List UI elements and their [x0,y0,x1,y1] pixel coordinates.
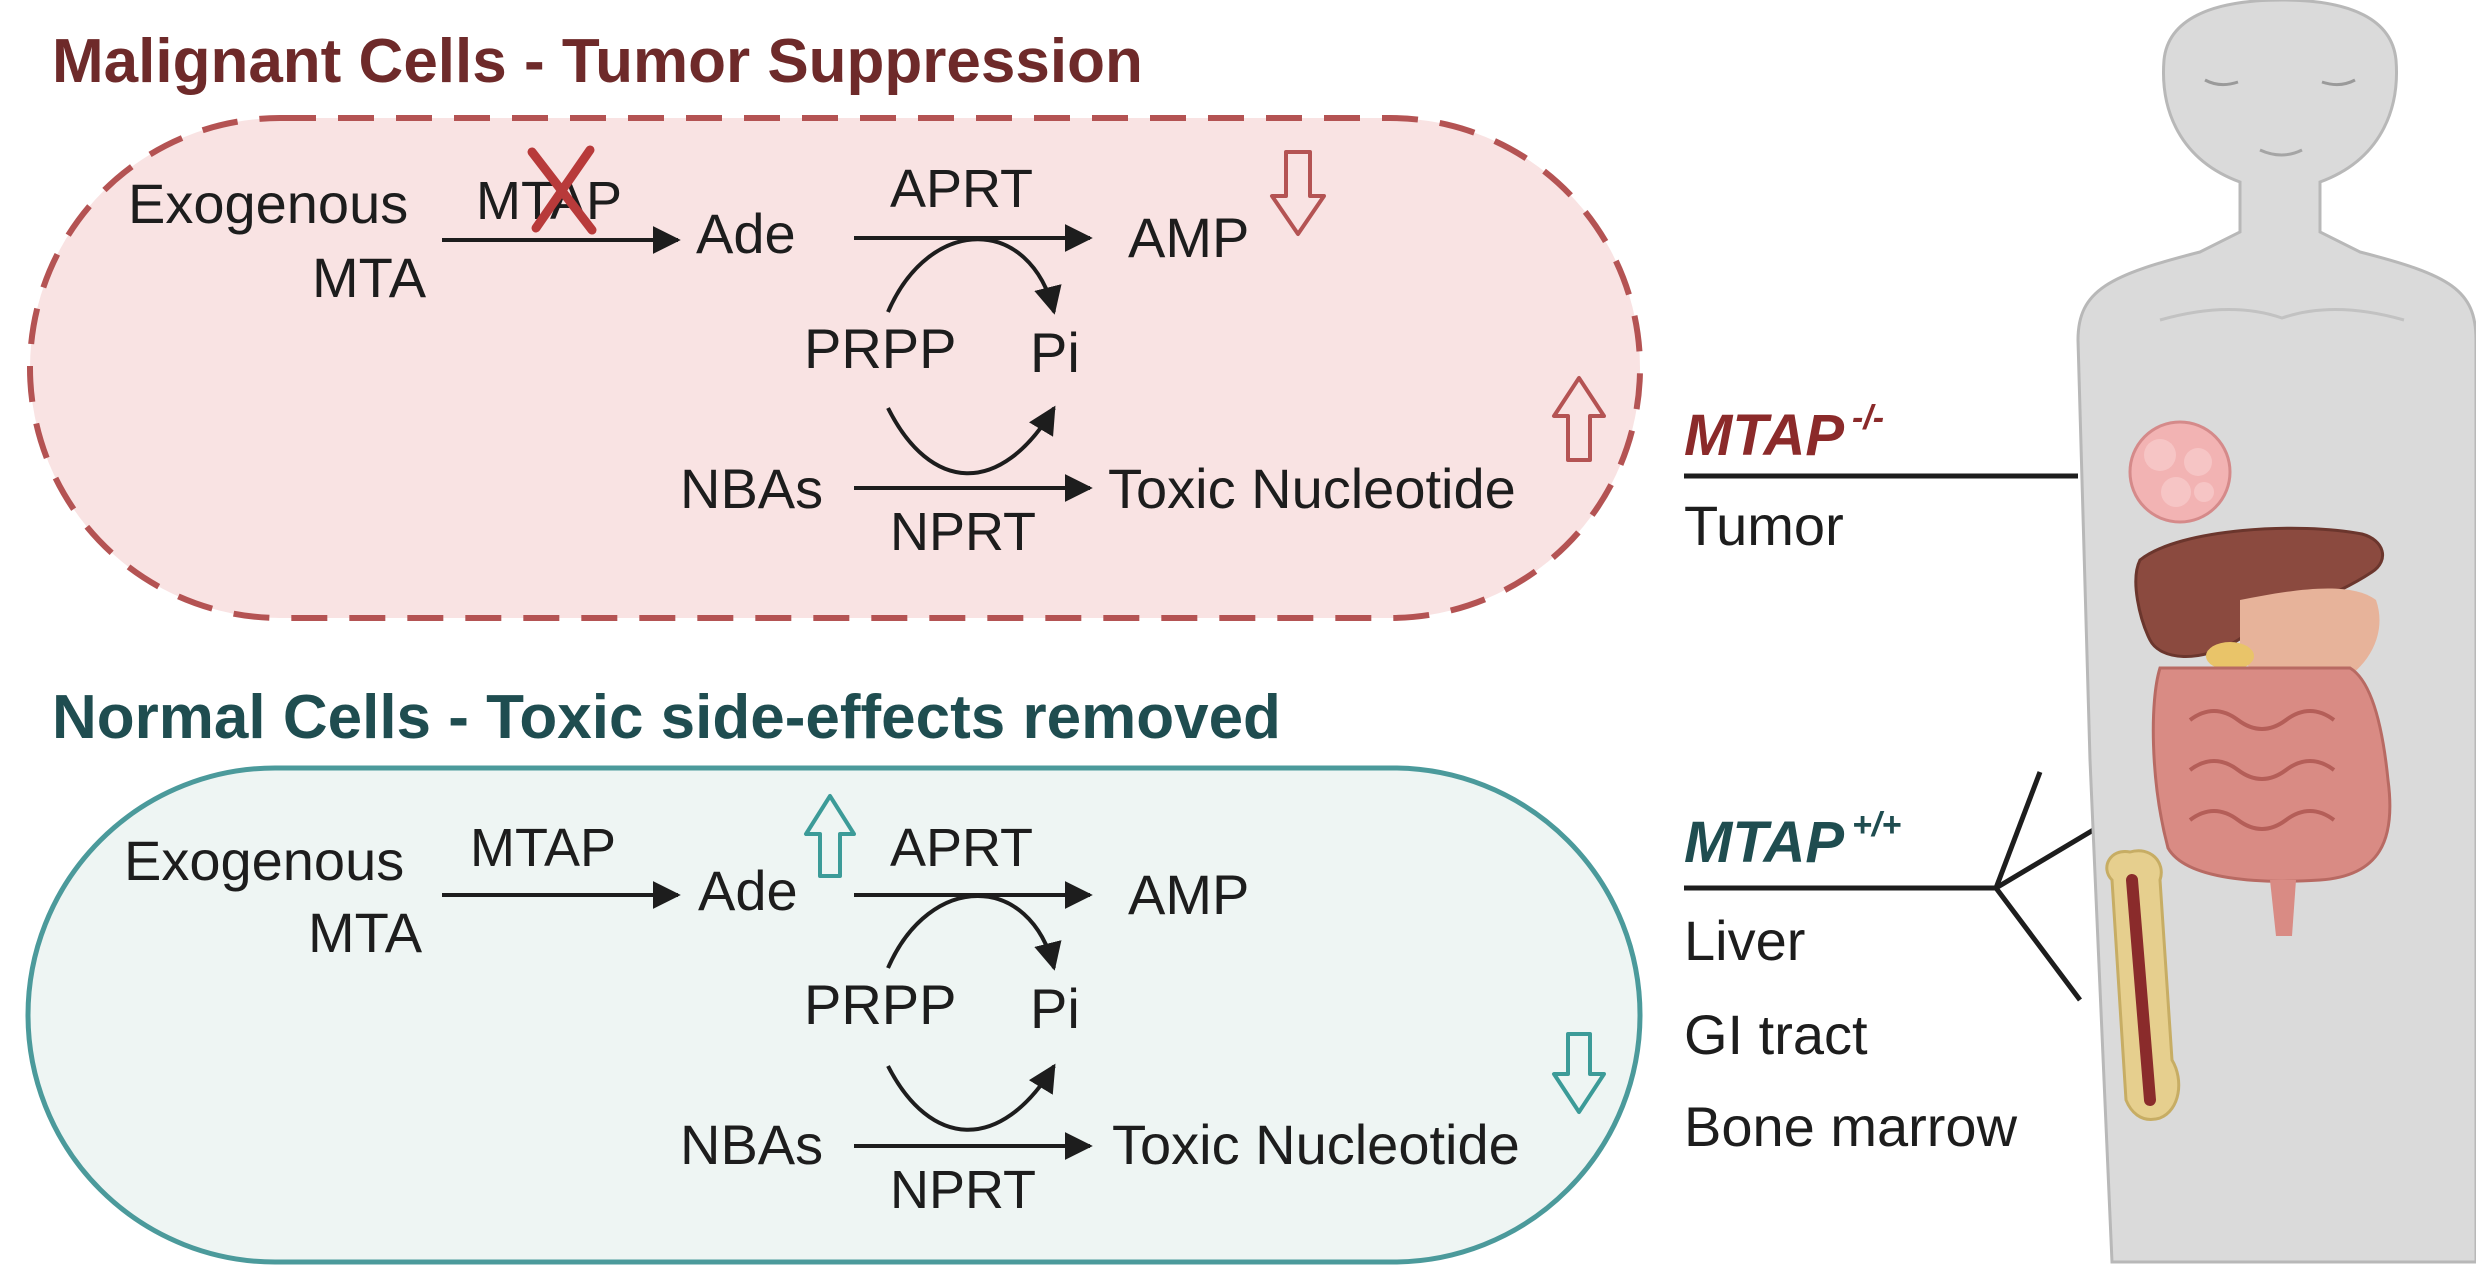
liver-icon [2134,526,2384,691]
malignant-nprt: NPRT [890,502,1036,562]
normal-title: Normal Cells - Toxic side-effects remove… [52,683,1281,752]
malignant-toxic-nucleotide: Toxic Nucleotide [1108,457,1516,520]
normal-prpp: PRPP [804,973,957,1036]
normal-toxic-down-arrow-icon [1552,1032,1606,1114]
normal-mtap-enzyme: MTAP [470,818,616,878]
bone-icon [2105,849,2181,1121]
tumor-icon [2128,420,2232,524]
normal-prpp-curve-top [886,894,1062,971]
tissue-liver: Liver [1684,909,1805,972]
normal-ade-up-arrow-icon [804,794,856,878]
normal-ade: Ade [698,859,798,922]
malignant-pi: Pi [1030,321,1080,384]
tumor-label: Tumor [1684,494,1844,557]
normal-aprt: APRT [890,818,1033,878]
intestine-icon [2151,666,2392,936]
malignant-nbas: NBAs [680,457,823,520]
malignant-cell-box [27,115,1643,621]
normal-pointer-branch-mid [1994,823,2102,891]
normal-toxic-nucleotide: Toxic Nucleotide [1112,1113,1520,1176]
normal-pointer-branch-top [1993,771,2043,889]
mtap-deletion-cross-icon [527,145,597,235]
normal-substrate-line1: Exogenous [124,829,404,892]
malignant-aprt: APRT [890,159,1033,219]
normal-nbas: NBAs [680,1113,823,1176]
malignant-ade: Ade [696,202,796,265]
malignant-toxic-up-arrow-icon [1552,376,1606,462]
malignant-amp-down-arrow-icon [1270,150,1326,236]
tumor-genotype: MTAP-/- [1684,399,1884,468]
normal-substrate-line2: MTA [308,901,423,964]
malignant-amp: AMP [1128,206,1249,269]
malignant-prpp-curve-bottom [886,405,1056,476]
malignant-title: Malignant Cells - Tumor Suppression [52,27,1143,96]
normal-pointer-branch-bottom [1994,886,2082,1002]
malignant-substrate-line1: Exogenous [128,172,408,235]
normal-genotype: MTAP+/+ [1684,806,1901,875]
malignant-prpp-curve-top [886,237,1062,315]
normal-prpp-curve-bottom [886,1063,1056,1132]
tissue-gi-tract: GI tract [1684,1003,1868,1066]
normal-amp: AMP [1128,863,1249,926]
normal-nprt: NPRT [890,1160,1036,1220]
tissue-bone-marrow: Bone marrow [1684,1095,2018,1158]
malignant-substrate-line2: MTA [312,246,427,309]
malignant-prpp: PRPP [804,317,957,380]
normal-cell-box [25,765,1643,1265]
normal-pi: Pi [1030,977,1080,1040]
